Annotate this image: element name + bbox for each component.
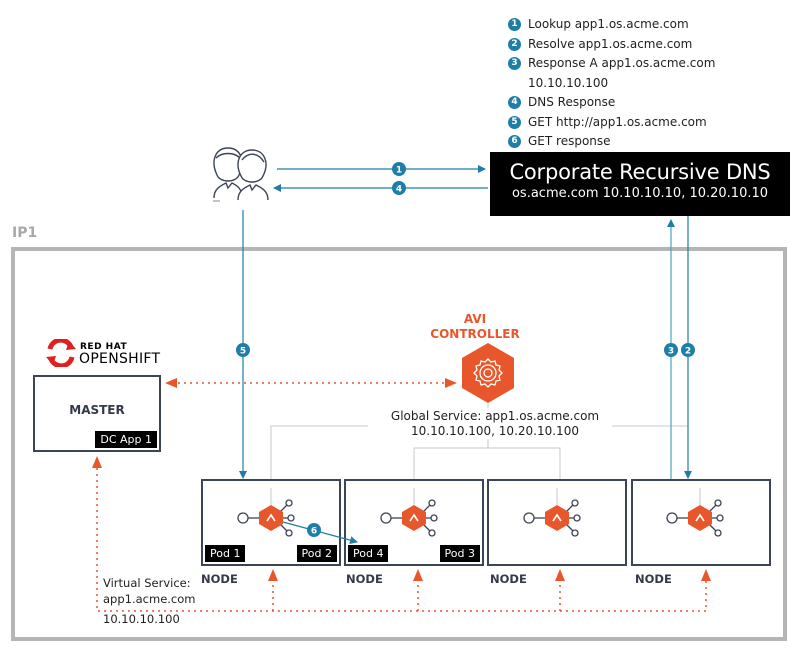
legend-text: GET http://app1.os.acme.com xyxy=(528,114,707,129)
legend-item: 3 Response A app1.os.acme.com 10.10.10.10… xyxy=(508,54,715,93)
controller-label-line1: AVI xyxy=(463,312,487,326)
zone-label: IP1 xyxy=(12,225,38,241)
legend-item: 2 Resolve app1.os.acme.com xyxy=(508,35,715,55)
step-badge: 3 xyxy=(508,57,521,70)
legend-text: GET response xyxy=(528,134,611,148)
controller-label: AVI CONTROLLER xyxy=(420,312,530,342)
avi-controller-icon xyxy=(462,343,514,403)
pod-tag: Pod 3 xyxy=(439,545,480,562)
step-badge: 2 xyxy=(508,37,521,51)
node-4 xyxy=(631,479,771,566)
arrowhead-left xyxy=(165,378,177,388)
node-label: NODE xyxy=(346,572,383,586)
node-1: Pod 1 Pod 2 xyxy=(201,479,341,566)
legend-text: Lookup app1.os.acme.com xyxy=(528,17,689,31)
legend-text: Resolve app1.os.acme.com xyxy=(528,36,693,51)
global-service-label: Global Service: app1.os.acme.com 10.10.1… xyxy=(370,409,620,439)
badge-2: 2 xyxy=(685,347,691,357)
step-badge: 4 xyxy=(508,96,521,109)
pod-tag: Pod 1 xyxy=(205,545,246,562)
flow-badges: 1 4 5 3 2 xyxy=(236,162,695,357)
global-service-ips: 10.10.10.100, 10.20.10.100 xyxy=(409,424,581,439)
openshift-logo-icon xyxy=(46,339,76,367)
global-service-name: Global Service: app1.os.acme.com xyxy=(388,409,602,424)
dns-server-box: Corporate Recursive DNS os.acme.com 10.1… xyxy=(490,152,790,216)
step-badge: 6 xyxy=(508,135,521,148)
master-title: MASTER xyxy=(69,403,125,417)
legend-text: Response A app1.os.acme.com 10.10.10.100 xyxy=(528,56,716,90)
virtual-service-ip: 10.10.10.100 xyxy=(103,612,180,626)
step-badge: 5 xyxy=(508,115,521,129)
legend-item: 4 DNS Response xyxy=(508,93,715,113)
brand-line2: OPENSHIFT xyxy=(79,351,161,367)
users-icon xyxy=(213,147,269,202)
dc-app-tag: DC App 1 xyxy=(95,431,157,448)
virtual-service-bus xyxy=(96,462,707,612)
step-badge: 1 xyxy=(508,18,521,31)
legend-item: 1 Lookup app1.os.acme.com xyxy=(508,15,715,35)
bus-arrowheads xyxy=(92,456,711,581)
master-box: MASTER DC App 1 xyxy=(33,375,161,452)
brand-line1: RED HAT xyxy=(80,342,128,352)
legend-item: 5 GET http://app1.os.acme.com xyxy=(508,113,715,133)
legend: 1 Lookup app1.os.acme.com 2 Resolve app1.o… xyxy=(508,15,715,152)
pod-tag: Pod 2 xyxy=(296,545,337,562)
legend-text: DNS Response xyxy=(528,95,616,109)
arrowhead-right xyxy=(445,378,457,388)
dns-title: Corporate Recursive DNS xyxy=(509,160,771,184)
zone-frame xyxy=(11,247,787,641)
node-2: Pod 4 Pod 3 xyxy=(344,479,484,566)
pod-tag: Pod 4 xyxy=(348,545,389,562)
controller-label-line2: CONTROLLER xyxy=(430,327,520,341)
virtual-service-title: Virtual Service: xyxy=(103,576,191,590)
node-label: NODE xyxy=(635,572,672,586)
badge-1: 1 xyxy=(396,166,402,176)
legend-item: 6 GET response xyxy=(508,132,715,152)
badge-4: 4 xyxy=(396,185,402,195)
node-3 xyxy=(487,479,627,566)
node-label: NODE xyxy=(490,572,527,586)
virtual-service-host: app1.acme.com xyxy=(103,592,196,606)
badge-5: 5 xyxy=(240,347,246,357)
badge-3: 3 xyxy=(668,347,674,357)
node-label: NODE xyxy=(201,572,238,586)
virtual-service-label: Virtual Service: app1.acme.com xyxy=(103,575,195,607)
dns-subtitle: os.acme.com 10.10.10.10, 10.20.10.10 xyxy=(511,186,769,201)
